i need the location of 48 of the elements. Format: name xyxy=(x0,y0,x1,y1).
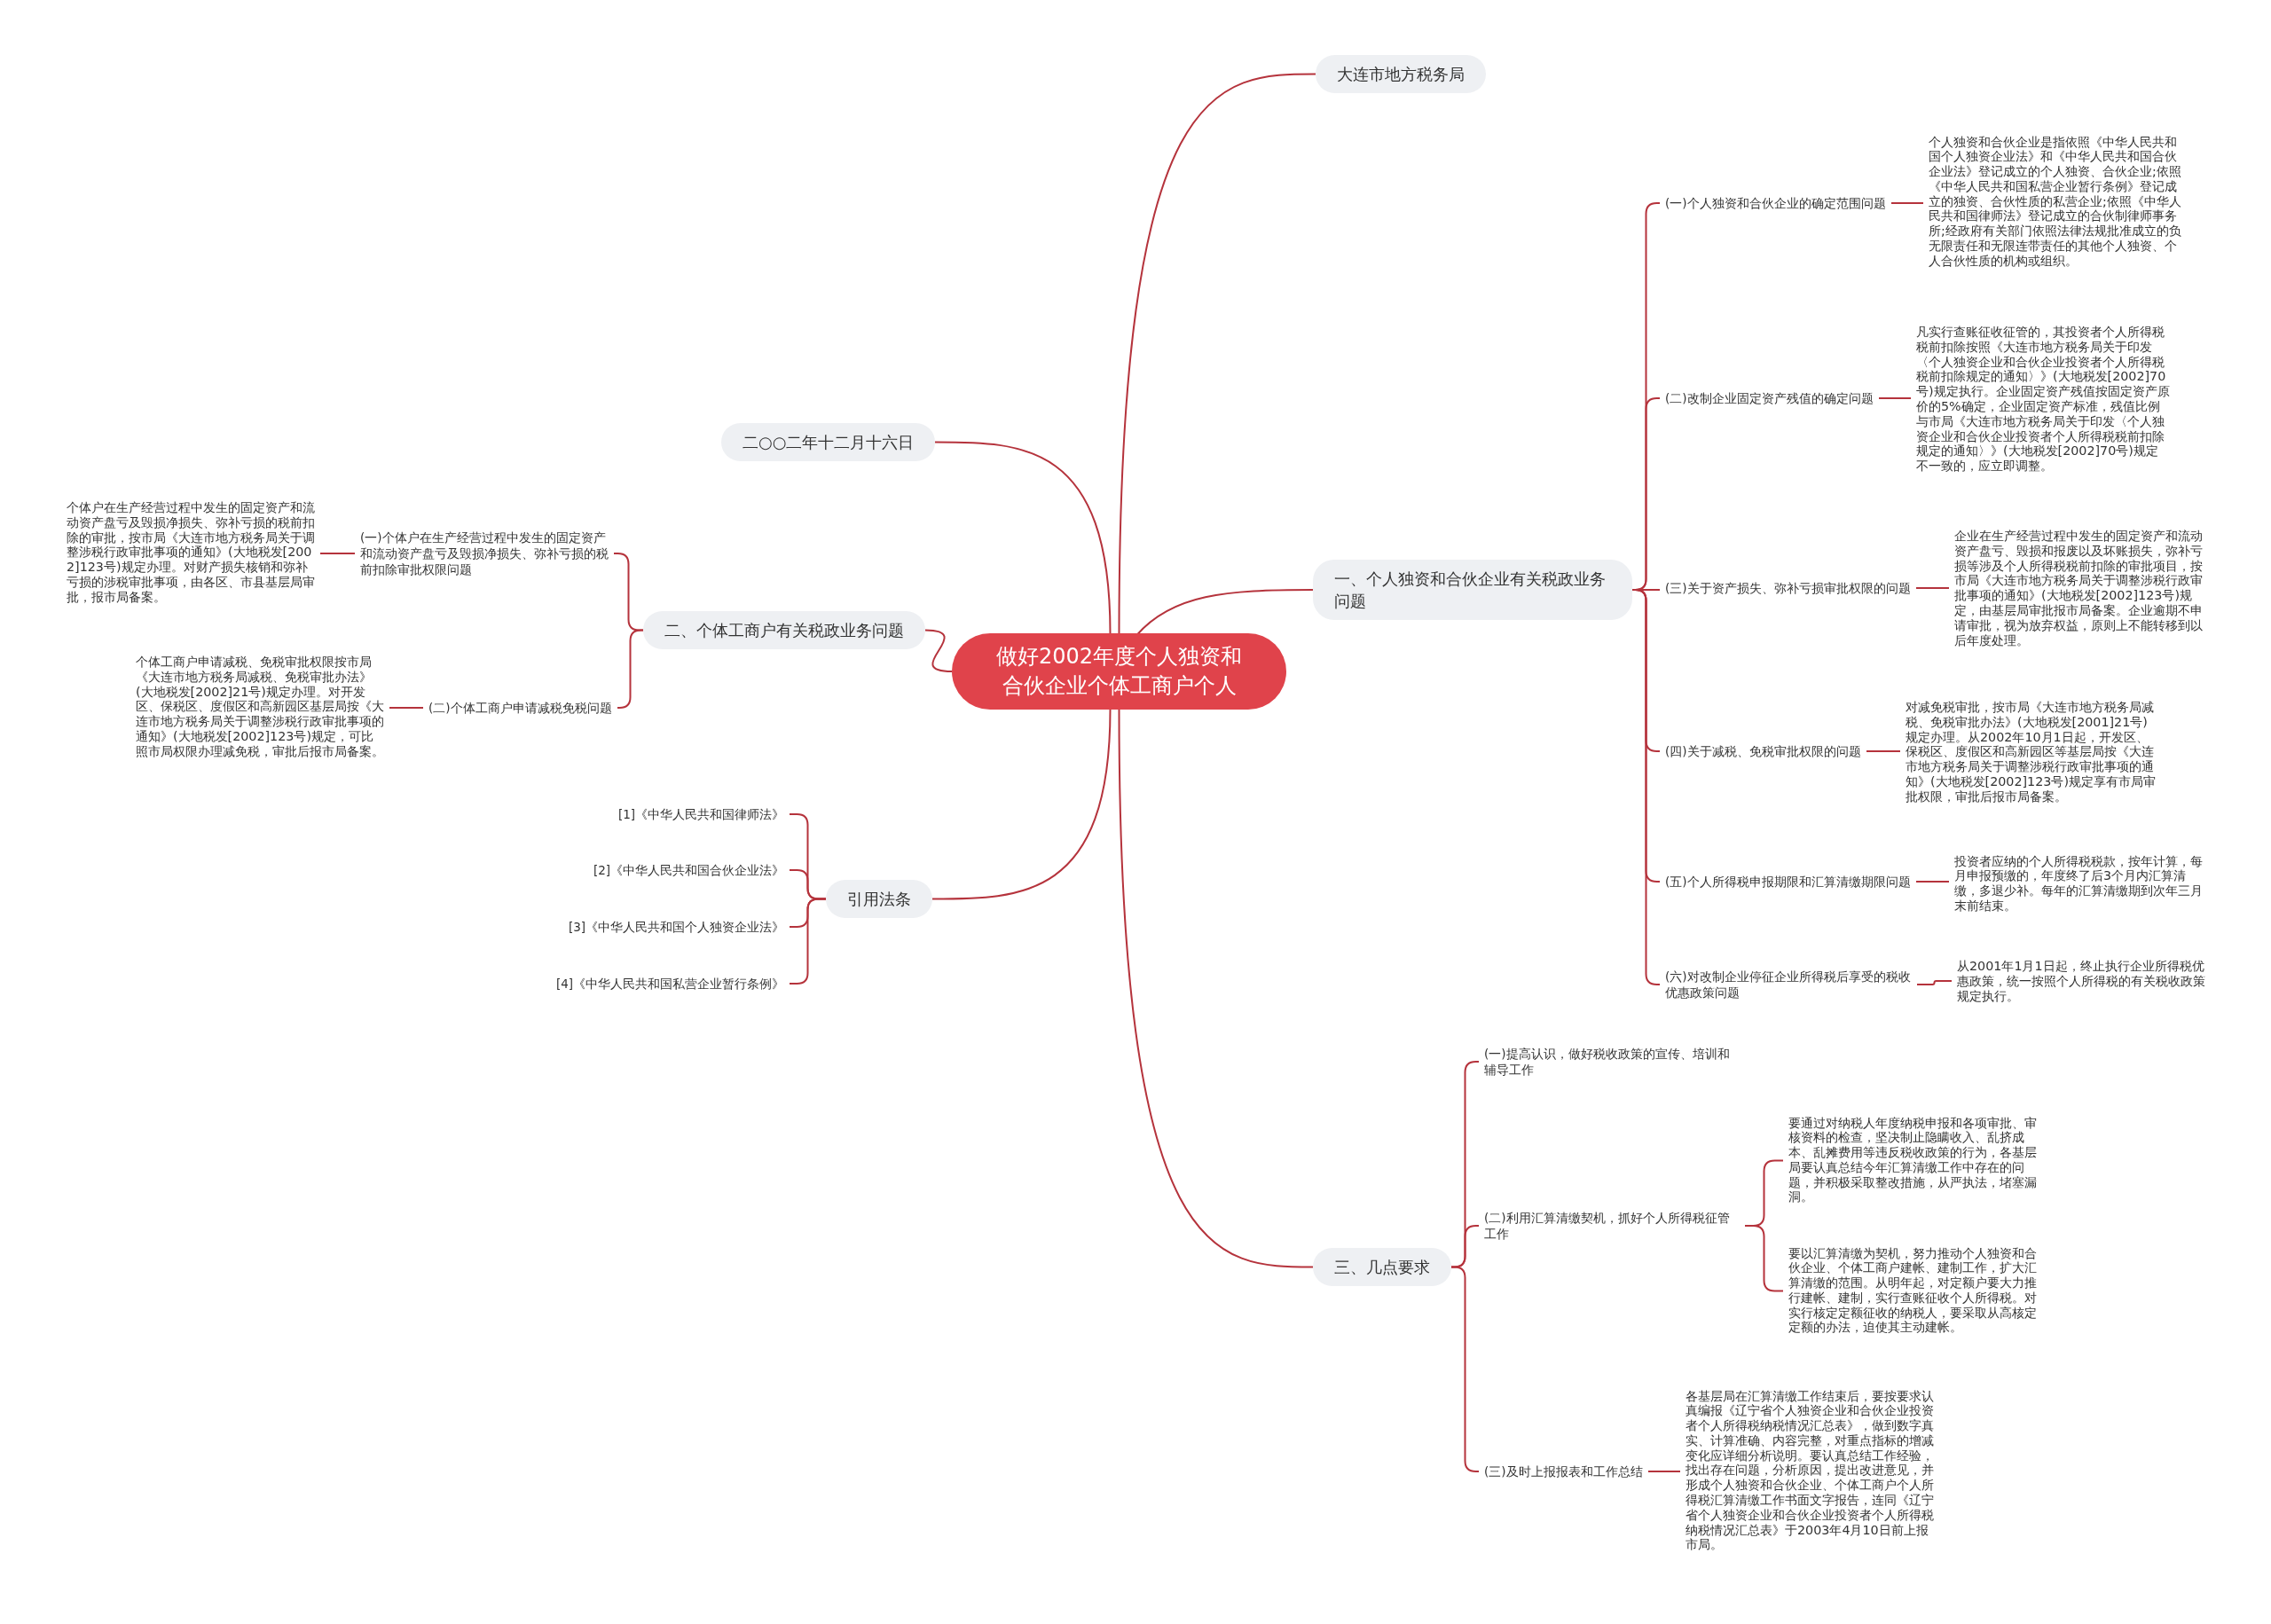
subtopic-text: (一)提高认识，做好税收政策的宣传、培训和辅导工作 xyxy=(1479,1046,1745,1078)
subtopic-text: (三)及时上报报表和工作总结 xyxy=(1479,1463,1648,1479)
reference-text: [3]《中华人民共和国个人独资企业法》 xyxy=(563,919,790,935)
central-topic: 做好2002年度个人独资和合伙企业个体工商户个人 xyxy=(952,633,1286,710)
topic-pill: 三、几点要求 xyxy=(1313,1247,1451,1286)
subtopic-text: (六)对改制企业停征企业所得税后享受的税收优惠政策问题 xyxy=(1660,969,1917,1000)
connector-line xyxy=(1878,397,1912,399)
subtopic-text: (三)关于资产损失、弥补亏损审批权限的问题 xyxy=(1660,580,1916,596)
detail-text: 从2001年1月1日起，终止执行企业所得税优惠政策，统一按照个人所得税的有关税收政策规定执行。 xyxy=(1952,959,2216,1004)
subtopic-text: (四)关于减税、免税审批权限的问题 xyxy=(1660,743,1866,759)
connector-line xyxy=(1647,1471,1681,1472)
connector-line xyxy=(1915,587,1950,589)
connector-line xyxy=(931,709,1112,900)
connector-line xyxy=(319,553,356,554)
reference-text: [2]《中华人民共和国合伙企业法》 xyxy=(588,862,790,878)
subtopic-text: (五)个人所得税申报期限和汇算清缴期限问题 xyxy=(1660,874,1916,890)
topic-pill: 引用法条 xyxy=(826,879,932,918)
detail-text: 个体工商户申请减税、免税审批权限按市局《大连市地方税务局减税、免税审批办法》(大地税发[2002]21号)规定办理。对开发区、保税区、度假区和高新园区基层局按《大连市地方税务局关于调整涉税行政审批事项的通知》(大地税发[2002]123号)规定，可比照市局权限办理减免税，审批后报市局备案。 xyxy=(130,655,389,759)
topic-pill: 大连市地方税务局 xyxy=(1316,54,1486,93)
connector-line xyxy=(934,441,1112,634)
connector-line xyxy=(1915,881,1950,883)
connector-line xyxy=(1136,589,1314,636)
subtopic-text: (二)个体工商户申请减税免税问题 xyxy=(423,700,617,716)
detail-text: 对减免税审批，按市局《大连市地方税务局减税、免税审批办法》(大地税发[2001]21号)规定办理。从2002年10月1日起，开发区、保税区、度假区和高新园区等基层局按《大连市地方税务局关于调整涉税行政审批事项的通知》(大地税发[2002]123号)规定享有市局审批权限，审批后报市局备案。 xyxy=(1900,700,2165,804)
subtopic-text: (二)改制企业固定资产残值的确定问题 xyxy=(1660,390,1879,406)
detail-text: 企业在生产经营过程中发生的固定资产和流动资产盘亏、毁损和报废以及坏账损失，弥补亏损等涉及个人所得税税前扣除的审批项目，按市局《大连市地方税务局关于调整涉税行政审批事项的通知》(大地税发[2002]123号)规定，由基层局审批报市局备案。企业逾期不申请审批，视为放弃权益，原则上不能转移到以后年度处理。 xyxy=(1949,529,2213,648)
topic-pill: 一、个人独资和合伙企业有关税政业务问题 xyxy=(1313,560,1632,620)
detail-text: 凡实行查账征收征管的，其投资者个人所得税税前扣除按照《大连市地方税务局关于印发〈个人独资企业和合伙企业投资者个人所得税税前扣除规定的通知〉》(大地税发[2002]70号)规定执行。企业固定资产残值按固定资产原价的5%确定，企业固定资产标准，残值比例与市局《大连市地方税务局关于印发〈个人独资企业和合伙企业投资者个人所得税税前扣除规定的通知〉》(大地税发[2002]70号)规定不一致的，应立即调整。 xyxy=(1911,325,2175,474)
detail-text: 投资者应纳的个人所得税税款，按年计算，每月申报预缴的，年度终了后3个月内汇算清缴，多退少补。每年的汇算清缴期到次年三月末前结束。 xyxy=(1949,853,2213,914)
detail-text: 个人独资和合伙企业是指依照《中华人民共和国个人独资企业法》和《中华人民共和国合伙企业法》登记成立的个人独资、合伙企业;依照《中华人民共和国私营企业暂行条例》登记成立的独资、合伙性质的私营企业;依照《中华人民共和国律师法》登记成立的合伙制律师事务所;经政府有关部门依照法律法规批准成立的负无限责任和无限连带责任的其他个人独资、个人合伙性质的机构或组织。 xyxy=(1923,134,2188,269)
subtopic-text: (二)利用汇算清缴契机，抓好个人所得税征管工作 xyxy=(1479,1210,1745,1242)
subtopic-text: (一)个体户在生产经营过程中发生的固定资产和流动资产盘亏及毁损净损失、弥补亏损的税前扣除审批权限问题 xyxy=(355,530,614,577)
reference-text: [4]《中华人民共和国私营企业暂行条例》 xyxy=(551,976,790,992)
subtopic-text: (一)个人独资和合伙企业的确定范围问题 xyxy=(1660,195,1891,211)
connector-line xyxy=(1866,750,1901,752)
topic-pill: 二、个体工商户有关税政业务问题 xyxy=(643,610,925,649)
topic-pill: 二○○二年十二月十六日 xyxy=(721,422,936,461)
connector-line xyxy=(1890,202,1924,204)
detail-text: 要以汇算清缴为契机，努力推动个人独资和合伙企业、个体工商户建帐、建制工作，扩大汇算清缴的范围。从明年起，对定额户要大力推行建帐、建制，实行查账征收个人所得税。对实行核定定额征收的纳税人，要采取从高核定定额的办法，迫使其主动建帐。 xyxy=(1783,1245,2053,1336)
detail-text: 要通过对纳税人年度纳税申报和各项审批、审核资料的检查，坚决制止隐瞒收入、乱挤成本、乱摊费用等违反税收政策的行为，各基层局要认真总结今年汇算清缴工作中存在的问题，并积极采取整改措施，从严执法，堵塞漏洞。 xyxy=(1783,1115,2053,1205)
connector-line xyxy=(1916,980,1953,985)
detail-text: 个体户在生产经营过程中发生的固定资产和流动资产盘亏及毁损净损失、弥补亏损的税前扣除的审批，按市局《大连市地方税务局关于调整涉税行政审批事项的通知》(大地税发[2002]123号)规定办理。对财产损失核销和弥补亏损的涉税审批事项，由各区、市县基层局审批，报市局备案。 xyxy=(61,500,320,605)
connector-line xyxy=(1118,73,1316,634)
detail-text: 各基层局在汇算清缴工作结束后，要按要求认真编报《辽宁省个人独资企业和合伙企业投资者个人所得税纳税情况汇总表》，做到数字真实、计算准确、内容完整，对重点指标的增减变化应详细分析说明。要认真总结工作经验，找出存在问题，分析原因，提出改进意见，并形成个人独资和合伙企业、个体工商户个人所得税汇算清缴工作书面文字报告，连同《辽宁省个人独资企业和合伙企业投资者个人所得税纳税情况汇总表》于2003年4月10日前上报市局。 xyxy=(1680,1388,1939,1553)
reference-text: [1]《中华人民共和国律师法》 xyxy=(613,806,790,822)
connector-line xyxy=(1118,709,1314,1268)
connector-line xyxy=(924,629,953,672)
connector-line xyxy=(389,707,424,709)
